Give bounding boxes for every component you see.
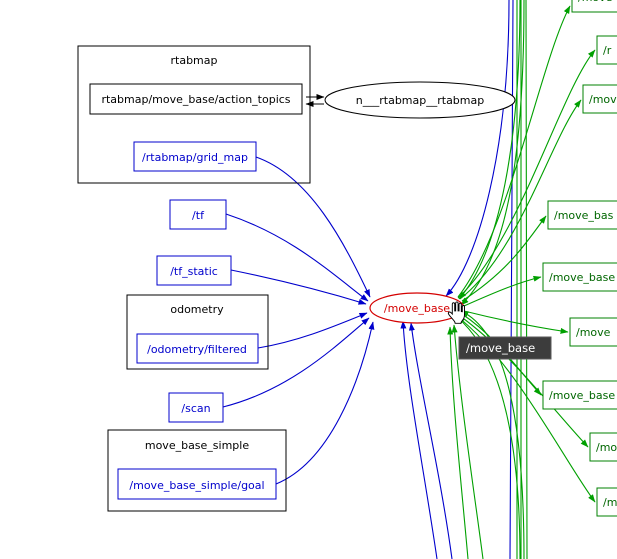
edge-move_base-right-1 (457, 49, 596, 299)
edge-bundle-blue (509, 0, 514, 559)
edge-layer (222, 0, 596, 559)
edge-bottom-move_base-green-1 (460, 310, 525, 559)
tooltip-box (458, 336, 552, 360)
topic-tf-box[interactable] (169, 199, 227, 230)
edge-move_base-right-5 (463, 310, 569, 334)
cluster-rtabmap: rtabmap (77, 45, 311, 184)
right-topic-2[interactable]: /mov (582, 84, 617, 114)
topic-tf_static[interactable]: /tf_static (156, 255, 232, 286)
topic-move_base_simple_goal-label: /move_base_simple/goal (129, 479, 264, 492)
node-move_base-label: /move_base (384, 302, 450, 315)
cluster-rtabmap-box (77, 45, 311, 184)
right-topic-2-box[interactable] (582, 84, 617, 114)
edge-bottom-move_base-blue-1 (400, 320, 438, 559)
right-topic-3-label: /move_bas (554, 209, 614, 222)
right-topic-8-label: /m (603, 496, 617, 509)
right-topic-7-label: /mo (596, 441, 617, 454)
edge-top-move_base-green-1 (458, 0, 521, 300)
topic-grid_map-box[interactable] (133, 141, 257, 172)
topic-tf_static-label: /tf_static (170, 265, 218, 278)
node-rtabmap[interactable]: n___rtabmap__rtabmap (324, 81, 516, 119)
edge-move_base-right-2 (459, 99, 582, 300)
node-rtabmap-ellipse[interactable] (324, 81, 516, 119)
right-topic-6-label: /move_base (549, 389, 615, 402)
edge-top-move_base-green-2 (460, 0, 525, 306)
right-topic-1-box[interactable] (596, 35, 617, 65)
topic-move_base_simple_goal[interactable]: /move_base_simple/goal (117, 468, 277, 500)
topic-scan-box[interactable] (168, 392, 224, 423)
cluster-odometry-label: odometry (170, 303, 224, 316)
right-topic-6[interactable]: /move_base (542, 380, 617, 410)
node-move_base[interactable]: /move_base (369, 292, 465, 324)
topic-odometry_filtered[interactable]: /odometry/filtered (136, 333, 259, 364)
edge-top-move_base-blue (445, 0, 510, 297)
cluster-odometry-box (126, 294, 269, 370)
right-topic-0-box[interactable] (571, 0, 617, 13)
node-action_topics-label: rtabmap/move_base/action_topics (101, 93, 290, 106)
cluster-move_base_simple: move_base_simple (107, 429, 287, 512)
edge-odometry-move_base (257, 312, 368, 349)
edge-bottom-move_base-green-4 (451, 324, 484, 559)
topic-scan-label: /scan (181, 402, 210, 415)
cluster-odometry: odometry (126, 294, 269, 370)
node-action_topics-box[interactable] (89, 83, 303, 115)
tooltip: /move_base (458, 336, 552, 360)
right-topic-8-box[interactable] (596, 487, 617, 517)
cluster-move_base_simple-label: move_base_simple (145, 439, 249, 452)
edge-tf_static-move_base (230, 269, 367, 305)
topic-odometry_filtered-label: /odometry/filtered (147, 343, 247, 356)
topic-tf-label: /tf (192, 209, 205, 222)
edge-move_base-right-8 (457, 316, 596, 503)
topic-grid_map[interactable]: /rtabmap/grid_map (133, 141, 257, 172)
right-topic-4[interactable]: /move_base (542, 262, 617, 292)
right-topic-1[interactable]: /r (596, 35, 617, 65)
right-topic-7-box[interactable] (589, 432, 617, 462)
topic-tf_static-box[interactable] (156, 255, 232, 286)
topic-grid_map-label: /rtabmap/grid_map (142, 151, 248, 164)
right-topic-5[interactable]: /move (569, 317, 617, 347)
edge-bottom-move_base-blue-2 (408, 322, 453, 559)
edge-move_base-right-4 (463, 275, 542, 307)
edge-scan-move_base (222, 317, 370, 408)
tooltip-text: /move_base (466, 341, 535, 355)
cluster-rtabmap-label: rtabmap (171, 54, 218, 67)
right-topic-7[interactable]: /mo (589, 432, 617, 462)
right-topic-0-label: /move (578, 0, 613, 4)
edge-tf-move_base (225, 213, 369, 302)
right-topic-4-label: /move_base (549, 271, 615, 284)
right-topic-1-label: /r (603, 44, 612, 57)
edge-bottom-move_base-green-3 (447, 326, 469, 559)
right-topic-0[interactable]: /move (571, 0, 617, 13)
right-topic-5-box[interactable] (569, 317, 617, 347)
edge-goal-move_base (275, 321, 375, 485)
right-topic-5-label: /move (576, 326, 611, 339)
topic-scan[interactable]: /scan (168, 392, 224, 423)
hand-cursor-icon (447, 301, 465, 324)
right-topic-3[interactable]: /move_bas (547, 200, 617, 230)
edge-move_base-right-3 (461, 215, 547, 302)
edge-move_base-right-7 (459, 315, 589, 448)
cluster-move_base_simple-box (107, 429, 287, 512)
right-topic-8[interactable]: /m (596, 487, 617, 517)
right-topic-6-box[interactable] (542, 380, 617, 410)
topic-tf[interactable]: /tf (169, 199, 227, 230)
edge-grid_map-move_base (255, 156, 371, 298)
right-topic-2-label: /mov (589, 93, 617, 106)
node-rtabmap-label: n___rtabmap__rtabmap (356, 94, 484, 107)
right-topic-3-box[interactable] (547, 200, 617, 230)
topic-odometry_filtered-box[interactable] (136, 333, 259, 364)
node-action_topics[interactable]: rtabmap/move_base/action_topics (89, 83, 303, 115)
topic-move_base_simple_goal-box[interactable] (117, 468, 277, 500)
edge-bundle-green-3 (525, 0, 528, 559)
edge-bottom-move_base-green-2 (456, 316, 521, 559)
right-topic-4-box[interactable] (542, 262, 617, 292)
edge-move_base-right-0 (457, 5, 571, 298)
